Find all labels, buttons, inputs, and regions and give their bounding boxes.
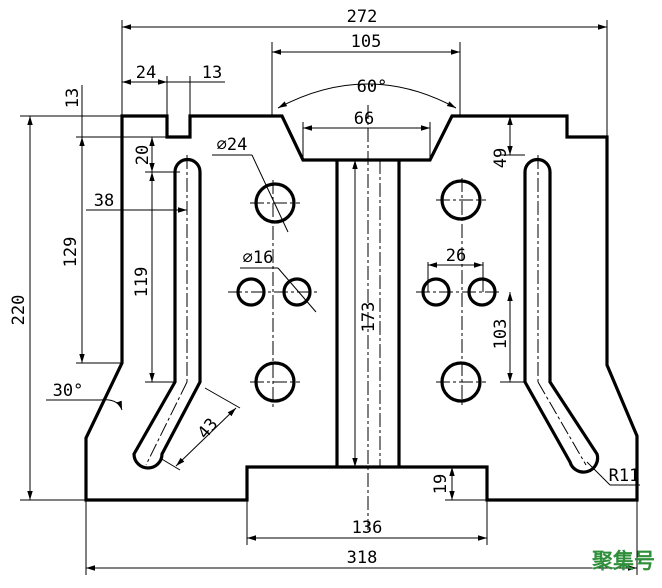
dim-step-height: 13 (63, 88, 83, 108)
dim-total-height: 220 (9, 295, 29, 326)
dim-step-small: 13 (202, 63, 222, 83)
center-bar (335, 160, 401, 467)
dim-slot-radius: R11 (609, 466, 640, 486)
extension-lines (20, 20, 638, 575)
left-slot (132, 157, 202, 470)
dim-slot-top-offset: 20 (133, 145, 153, 165)
dim-large-hole-dia: ⌀24 (217, 135, 248, 155)
dim-chamfer-angle: 30° (53, 381, 84, 401)
dim-slot-length: 119 (132, 267, 152, 298)
dim-small-hole-spacing: 26 (446, 246, 466, 266)
watermark: 聚集号 (591, 549, 655, 573)
dim-bottom-width: 318 (347, 548, 378, 568)
dimension-lines (27, 24, 640, 571)
dim-center-bar-height: 173 (359, 302, 379, 333)
dim-slot-top-right: 49 (491, 148, 511, 168)
dim-dovetail-bottom: 66 (354, 109, 374, 129)
dim-top-opening: 105 (351, 32, 382, 52)
dim-slot-incline: 43 (194, 415, 222, 444)
right-slot (523, 157, 600, 474)
dim-overall-width: 272 (347, 7, 378, 27)
dim-base-step-height: 19 (431, 474, 451, 494)
dim-step-width: 24 (136, 63, 156, 83)
center-lines (145, 105, 587, 530)
dim-left-height: 129 (61, 237, 81, 268)
dim-hole-spacing-right: 103 (491, 319, 511, 350)
dim-slot-x-offset: 38 (94, 191, 114, 211)
dimension-labels: 272 105 60° 66 24 13 13 20 38 129 220 11… (9, 7, 639, 568)
dim-small-hole-dia: ⌀16 (243, 248, 274, 268)
dim-dovetail-angle: 60° (357, 77, 388, 97)
dim-base-width: 136 (352, 518, 383, 538)
